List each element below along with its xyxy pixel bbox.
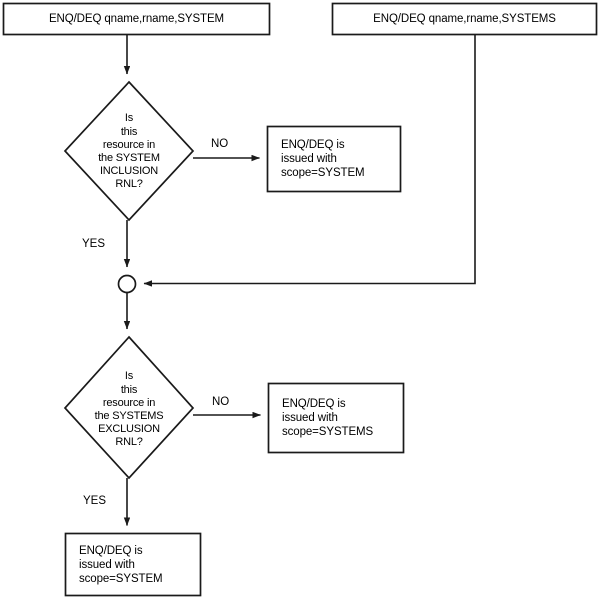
- result-scope-system-top-shape: [266, 125, 402, 193]
- result-scope-systems-shape: [267, 382, 405, 454]
- result-scope-system-bottom-shape: [64, 532, 202, 597]
- decision-exclusion-shape: [63, 335, 195, 480]
- start-system-box-shape: [2, 2, 271, 36]
- start-systems-box-shape: [331, 2, 598, 36]
- edge-label-exclusion-yes: YES: [83, 495, 107, 507]
- merge-point-shape: [117, 274, 137, 294]
- edge-systems-to-merge: [143, 34, 476, 287]
- decision-inclusion-shape: [63, 80, 195, 222]
- edge-label-inclusion-yes: YES: [82, 238, 106, 250]
- edge-label-exclusion-no: NO: [212, 396, 230, 408]
- edge-label-inclusion-no: NO: [211, 138, 229, 150]
